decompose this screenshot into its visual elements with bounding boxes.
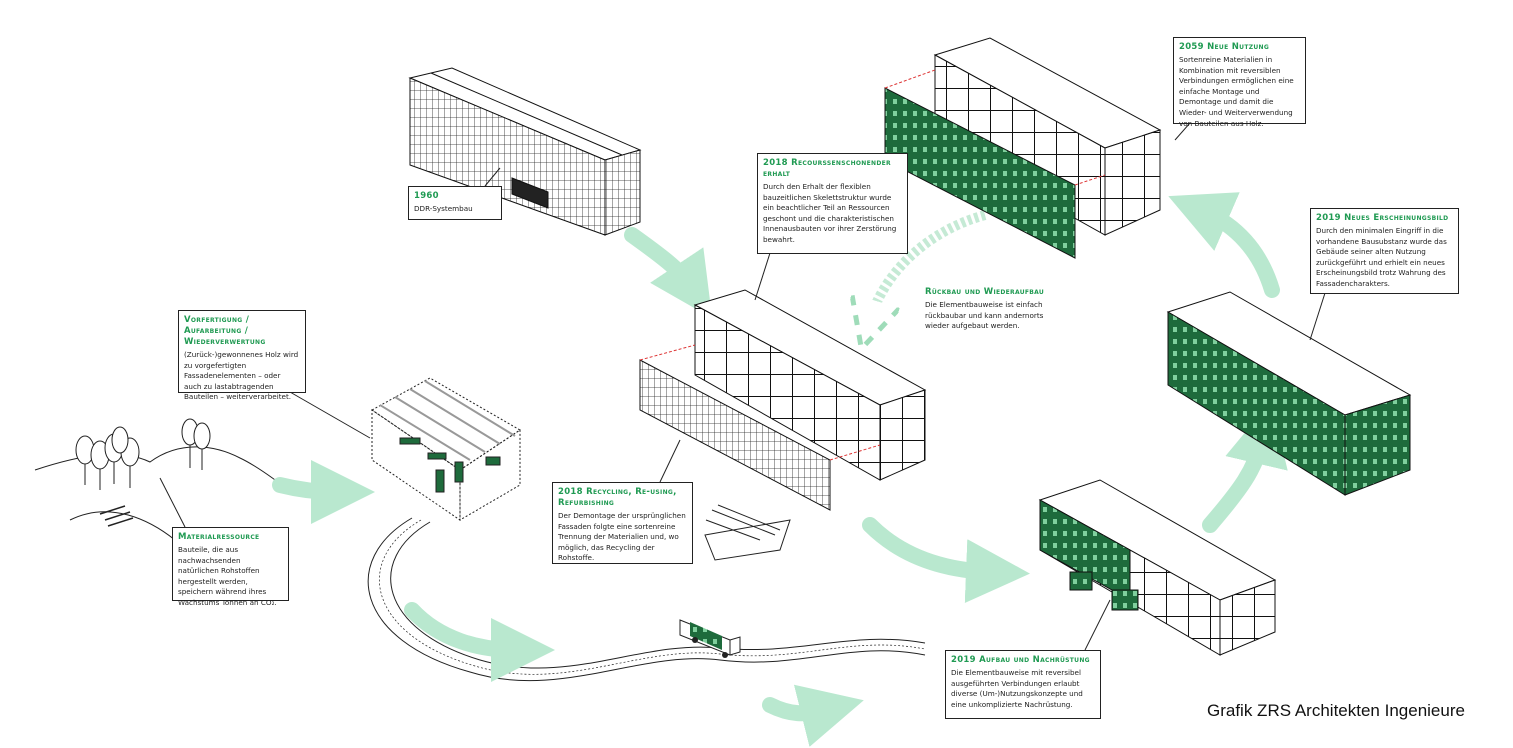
- arrow-road-1: [404, 602, 555, 682]
- arrow-material-to-prefab: [272, 459, 375, 524]
- arrow-2018-to-aufbau: [862, 517, 1030, 604]
- building-2019-neu: [1166, 291, 1412, 496]
- callout-title: Rückbau und Wiederaufbau: [925, 287, 1045, 297]
- image-credit: Grafik ZRS Architekten Ingenieure: [1207, 701, 1465, 720]
- callout-title: Vorfertigung / Aufarbeitung / Wiederverw…: [184, 315, 266, 347]
- callout-text: Sortenreine Materialien in Kombination m…: [1179, 55, 1294, 128]
- callout-materialressource: Materialressource Bauteile, die aus nach…: [172, 527, 289, 607]
- callout-text: (Zurück-)gewonnenes Holz wird zu vorgefe…: [184, 350, 299, 402]
- callout-2019-erscheinungsbild: 2019 Neues Erscheinungsbild Durch den mi…: [1310, 208, 1459, 294]
- callout-recycling: 2018 Recycling, Re-using, Refurbishing D…: [552, 482, 693, 564]
- flow-arrows: [272, 192, 1288, 747]
- callout-2018-erhalt: 2018 Recourssenschonender erhalt Durch d…: [757, 153, 908, 254]
- landscape: [34, 418, 279, 541]
- callout-title: 2059 Neue Nutzung: [1179, 42, 1270, 52]
- callout-text: Die Elementbauweise ist einfach rückbaub…: [925, 300, 1044, 331]
- dashed-arrow-rueckbau: [870, 210, 987, 320]
- callout-text: Bauteile, die aus nachwachsenden natürli…: [178, 545, 277, 607]
- callout-leaders: [159, 122, 1326, 651]
- building-2059: [884, 37, 1162, 259]
- callout-text: DDR-Systembau: [414, 204, 473, 213]
- callout-rueckbau: Rückbau und Wiederaufbau Die Elementbauw…: [925, 287, 1061, 332]
- callout-text: Durch den minimalen Eingriff in die vorh…: [1316, 226, 1447, 288]
- tree-icons: [75, 418, 211, 490]
- callout-1960: 1960 DDR-Systembau: [408, 186, 502, 220]
- building-2018-skeleton: [639, 289, 927, 511]
- callout-title: 2019 Neues Erscheinungsbild: [1316, 213, 1449, 223]
- callout-vorfertigung: Vorfertigung / Aufarbeitung / Wiederverw…: [178, 310, 306, 401]
- demolition-container-icon: [704, 504, 791, 561]
- arrow-road-2: [762, 684, 864, 747]
- callout-2059: 2059 Neue Nutzung Sortenreine Materialie…: [1173, 37, 1306, 128]
- arrow-aufbau-to-2019: [1202, 401, 1288, 533]
- callout-2019-aufbau: 2019 Aufbau und Nachrüstung Die Elementb…: [945, 650, 1101, 719]
- callout-title: 2019 Aufbau und Nachrüstung: [951, 655, 1090, 665]
- callout-title: Materialressource: [178, 532, 260, 542]
- truck-icon: [679, 619, 741, 658]
- callout-title: 2018 Recycling, Re-using, Refurbishing: [558, 487, 677, 508]
- arrow-2019-to-2059: [1168, 192, 1280, 298]
- callout-title: 1960: [414, 191, 439, 201]
- callout-title: 2018 Recourssenschonender erhalt: [763, 158, 891, 179]
- prefab-workshop: [371, 377, 521, 521]
- callout-text: Der Demontage der ursprünglichen Fassade…: [558, 511, 686, 563]
- building-2019-aufbau: [1038, 479, 1277, 656]
- road: [367, 517, 926, 682]
- callout-text: Die Elementbauweise mit reversibel ausge…: [951, 668, 1083, 709]
- callout-text: Durch den Erhalt der flexiblen bauzeitli…: [763, 182, 897, 244]
- log-pile-icon: [99, 505, 134, 527]
- building-1960: [408, 67, 642, 236]
- arrow-1960-to-2018: [624, 227, 713, 319]
